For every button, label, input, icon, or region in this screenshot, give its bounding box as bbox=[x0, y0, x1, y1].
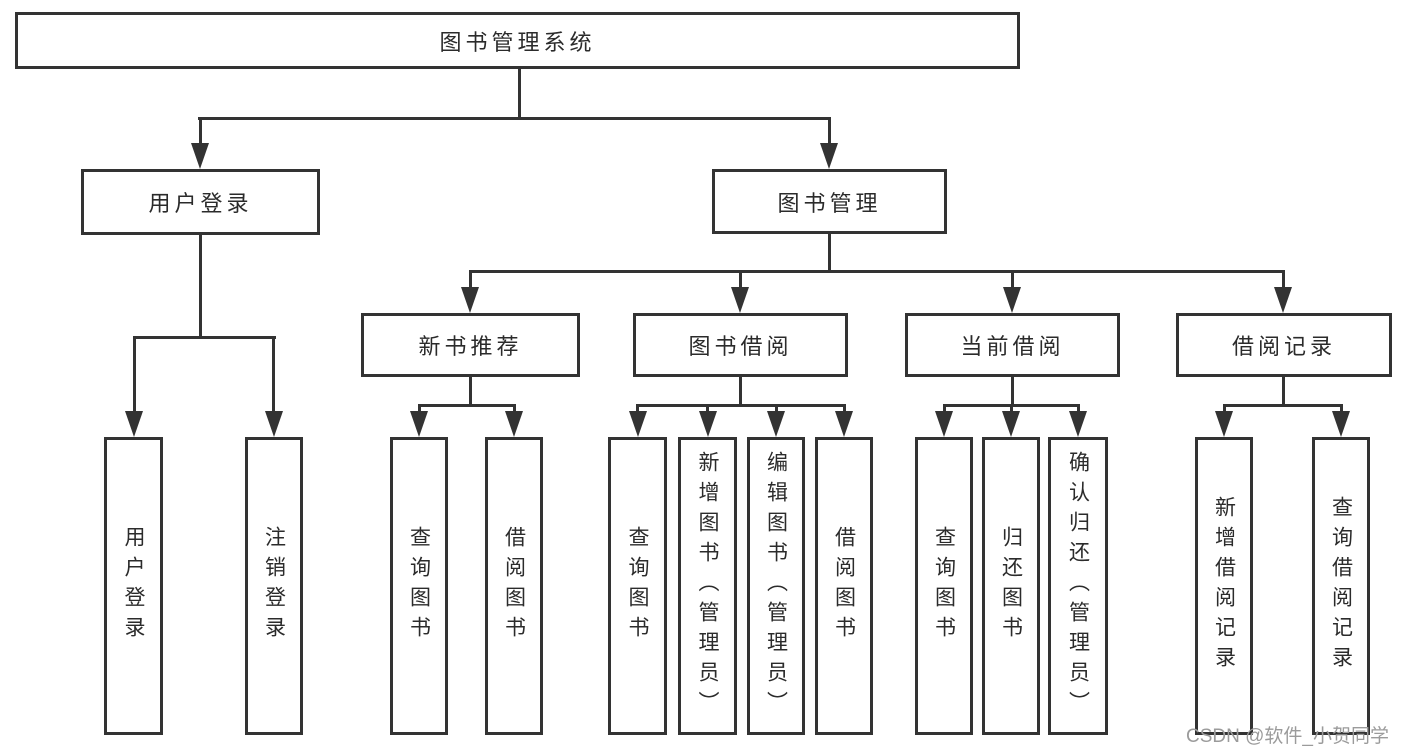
connector-line bbox=[738, 377, 742, 406]
leaf-user-login: 用户登录 bbox=[104, 437, 163, 735]
arrow-down-icon bbox=[1002, 406, 1020, 437]
leaf-add-borrow-record: 新增借阅记录 bbox=[1195, 437, 1253, 735]
node-book-borrowing: 图书借阅 bbox=[633, 313, 848, 377]
csdn-watermark: CSDN @软件_小贺同学 bbox=[1186, 726, 1389, 747]
node-user-login-branch: 用户登录 bbox=[81, 169, 320, 235]
arrow-down-icon bbox=[1215, 406, 1233, 437]
arrow-down-icon bbox=[935, 406, 953, 437]
arrow-down-icon bbox=[125, 338, 143, 437]
node-new-book-recommend: 新书推荐 bbox=[361, 313, 580, 377]
connector-line bbox=[468, 270, 1285, 273]
connector-line bbox=[417, 404, 516, 407]
arrow-down-icon bbox=[1003, 271, 1021, 313]
leaf-query-borrow-record: 查询借阅记录 bbox=[1312, 437, 1370, 735]
leaf-edit-books-admin: 编辑图书（管理员） bbox=[747, 437, 805, 735]
connector-line bbox=[828, 234, 831, 271]
arrow-down-icon bbox=[767, 406, 785, 437]
connector-line bbox=[132, 336, 276, 339]
connector-line bbox=[198, 117, 831, 120]
connector-line bbox=[518, 68, 521, 118]
arrow-down-icon bbox=[820, 118, 838, 169]
arrow-down-icon bbox=[1069, 406, 1087, 437]
arrow-down-icon bbox=[410, 406, 428, 437]
connector-line bbox=[1222, 404, 1343, 407]
leaf-query-books-3: 查询图书 bbox=[915, 437, 973, 735]
arrow-down-icon bbox=[191, 118, 209, 169]
leaf-borrow-books-2: 借阅图书 bbox=[815, 437, 873, 735]
leaf-query-books-1: 查询图书 bbox=[390, 437, 448, 735]
arrow-down-icon bbox=[264, 338, 283, 437]
leaf-query-books-2: 查询图书 bbox=[608, 437, 667, 735]
leaf-borrow-books-1: 借阅图书 bbox=[485, 437, 543, 735]
arrow-down-icon bbox=[628, 406, 647, 437]
leaf-return-books: 归还图书 bbox=[982, 437, 1040, 735]
leaf-add-books-admin: 新增图书（管理员） bbox=[678, 437, 737, 735]
leaf-confirm-return-admin: 确认归还（管理员） bbox=[1048, 437, 1108, 735]
connector-line bbox=[1010, 377, 1014, 406]
arrow-down-icon bbox=[1274, 271, 1292, 313]
node-borrowing-records: 借阅记录 bbox=[1176, 313, 1392, 377]
arrow-down-icon bbox=[835, 406, 853, 437]
arrow-down-icon bbox=[1332, 406, 1350, 437]
connector-line bbox=[942, 404, 1080, 407]
arrow-down-icon bbox=[461, 271, 479, 313]
leaf-logout-login: 注销登录 bbox=[245, 437, 303, 735]
arrow-down-icon bbox=[731, 271, 749, 313]
connector-line bbox=[468, 377, 472, 406]
node-library-management-system: 图书管理系统 bbox=[15, 12, 1020, 69]
connector-line bbox=[198, 235, 202, 338]
connector-line bbox=[636, 404, 846, 407]
arrow-down-icon bbox=[698, 406, 717, 437]
arrow-down-icon bbox=[505, 406, 523, 437]
node-book-management-branch: 图书管理 bbox=[712, 169, 947, 234]
node-current-borrowing: 当前借阅 bbox=[905, 313, 1120, 377]
connector-line bbox=[1281, 377, 1285, 406]
